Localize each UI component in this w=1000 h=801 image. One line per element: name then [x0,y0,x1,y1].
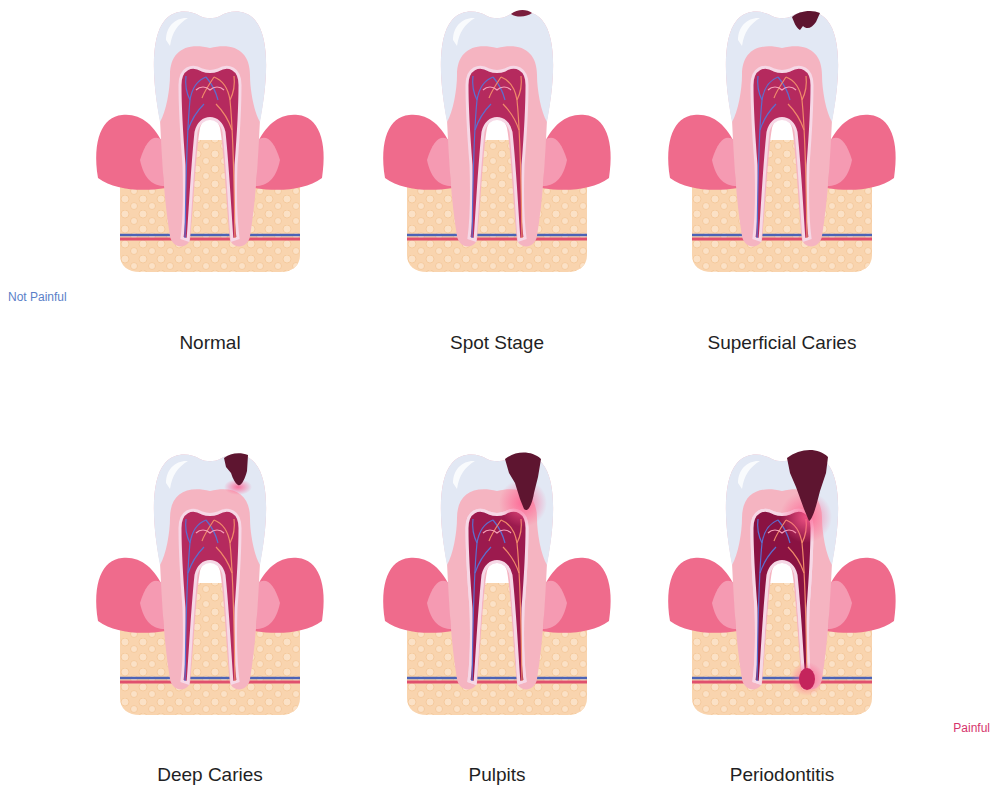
tooth-deep [96,453,323,715]
caries-cavity [787,450,828,521]
stage-label: Periodontitis [730,764,835,787]
scale-label: Painful [953,721,990,735]
tooth-section [96,455,323,715]
stage-label: Deep Caries [157,764,263,787]
tooth-section [668,455,895,715]
scale-label: Not Painful [8,290,67,304]
tooth-spot [383,10,610,272]
tooth-periodontitis [668,450,895,715]
tooth-normal [96,12,323,272]
caries-spot [511,10,532,16]
caries-cavity [505,453,541,510]
caries-cavity [792,11,820,30]
tooth-section [383,12,610,272]
caries-cavity [224,453,248,485]
tooth-section [668,12,895,272]
pulp-veins [757,519,807,681]
tooth-superficial [668,11,895,272]
stage-label: Normal [179,332,240,355]
stage-label: Pulpits [468,764,525,787]
stage-label: Superficial Caries [708,332,857,355]
pain-scale-line [8,308,900,310]
abscess-glow [790,662,824,696]
pain-scale-line [130,741,990,743]
tooth-section [383,455,610,715]
tooth-pulpitis [383,453,610,715]
pulp-veins [472,519,522,681]
tooth-section [96,12,323,272]
abscess [799,668,815,690]
inflamed-pulp [467,510,527,683]
stage-label: Spot Stage [450,332,544,355]
